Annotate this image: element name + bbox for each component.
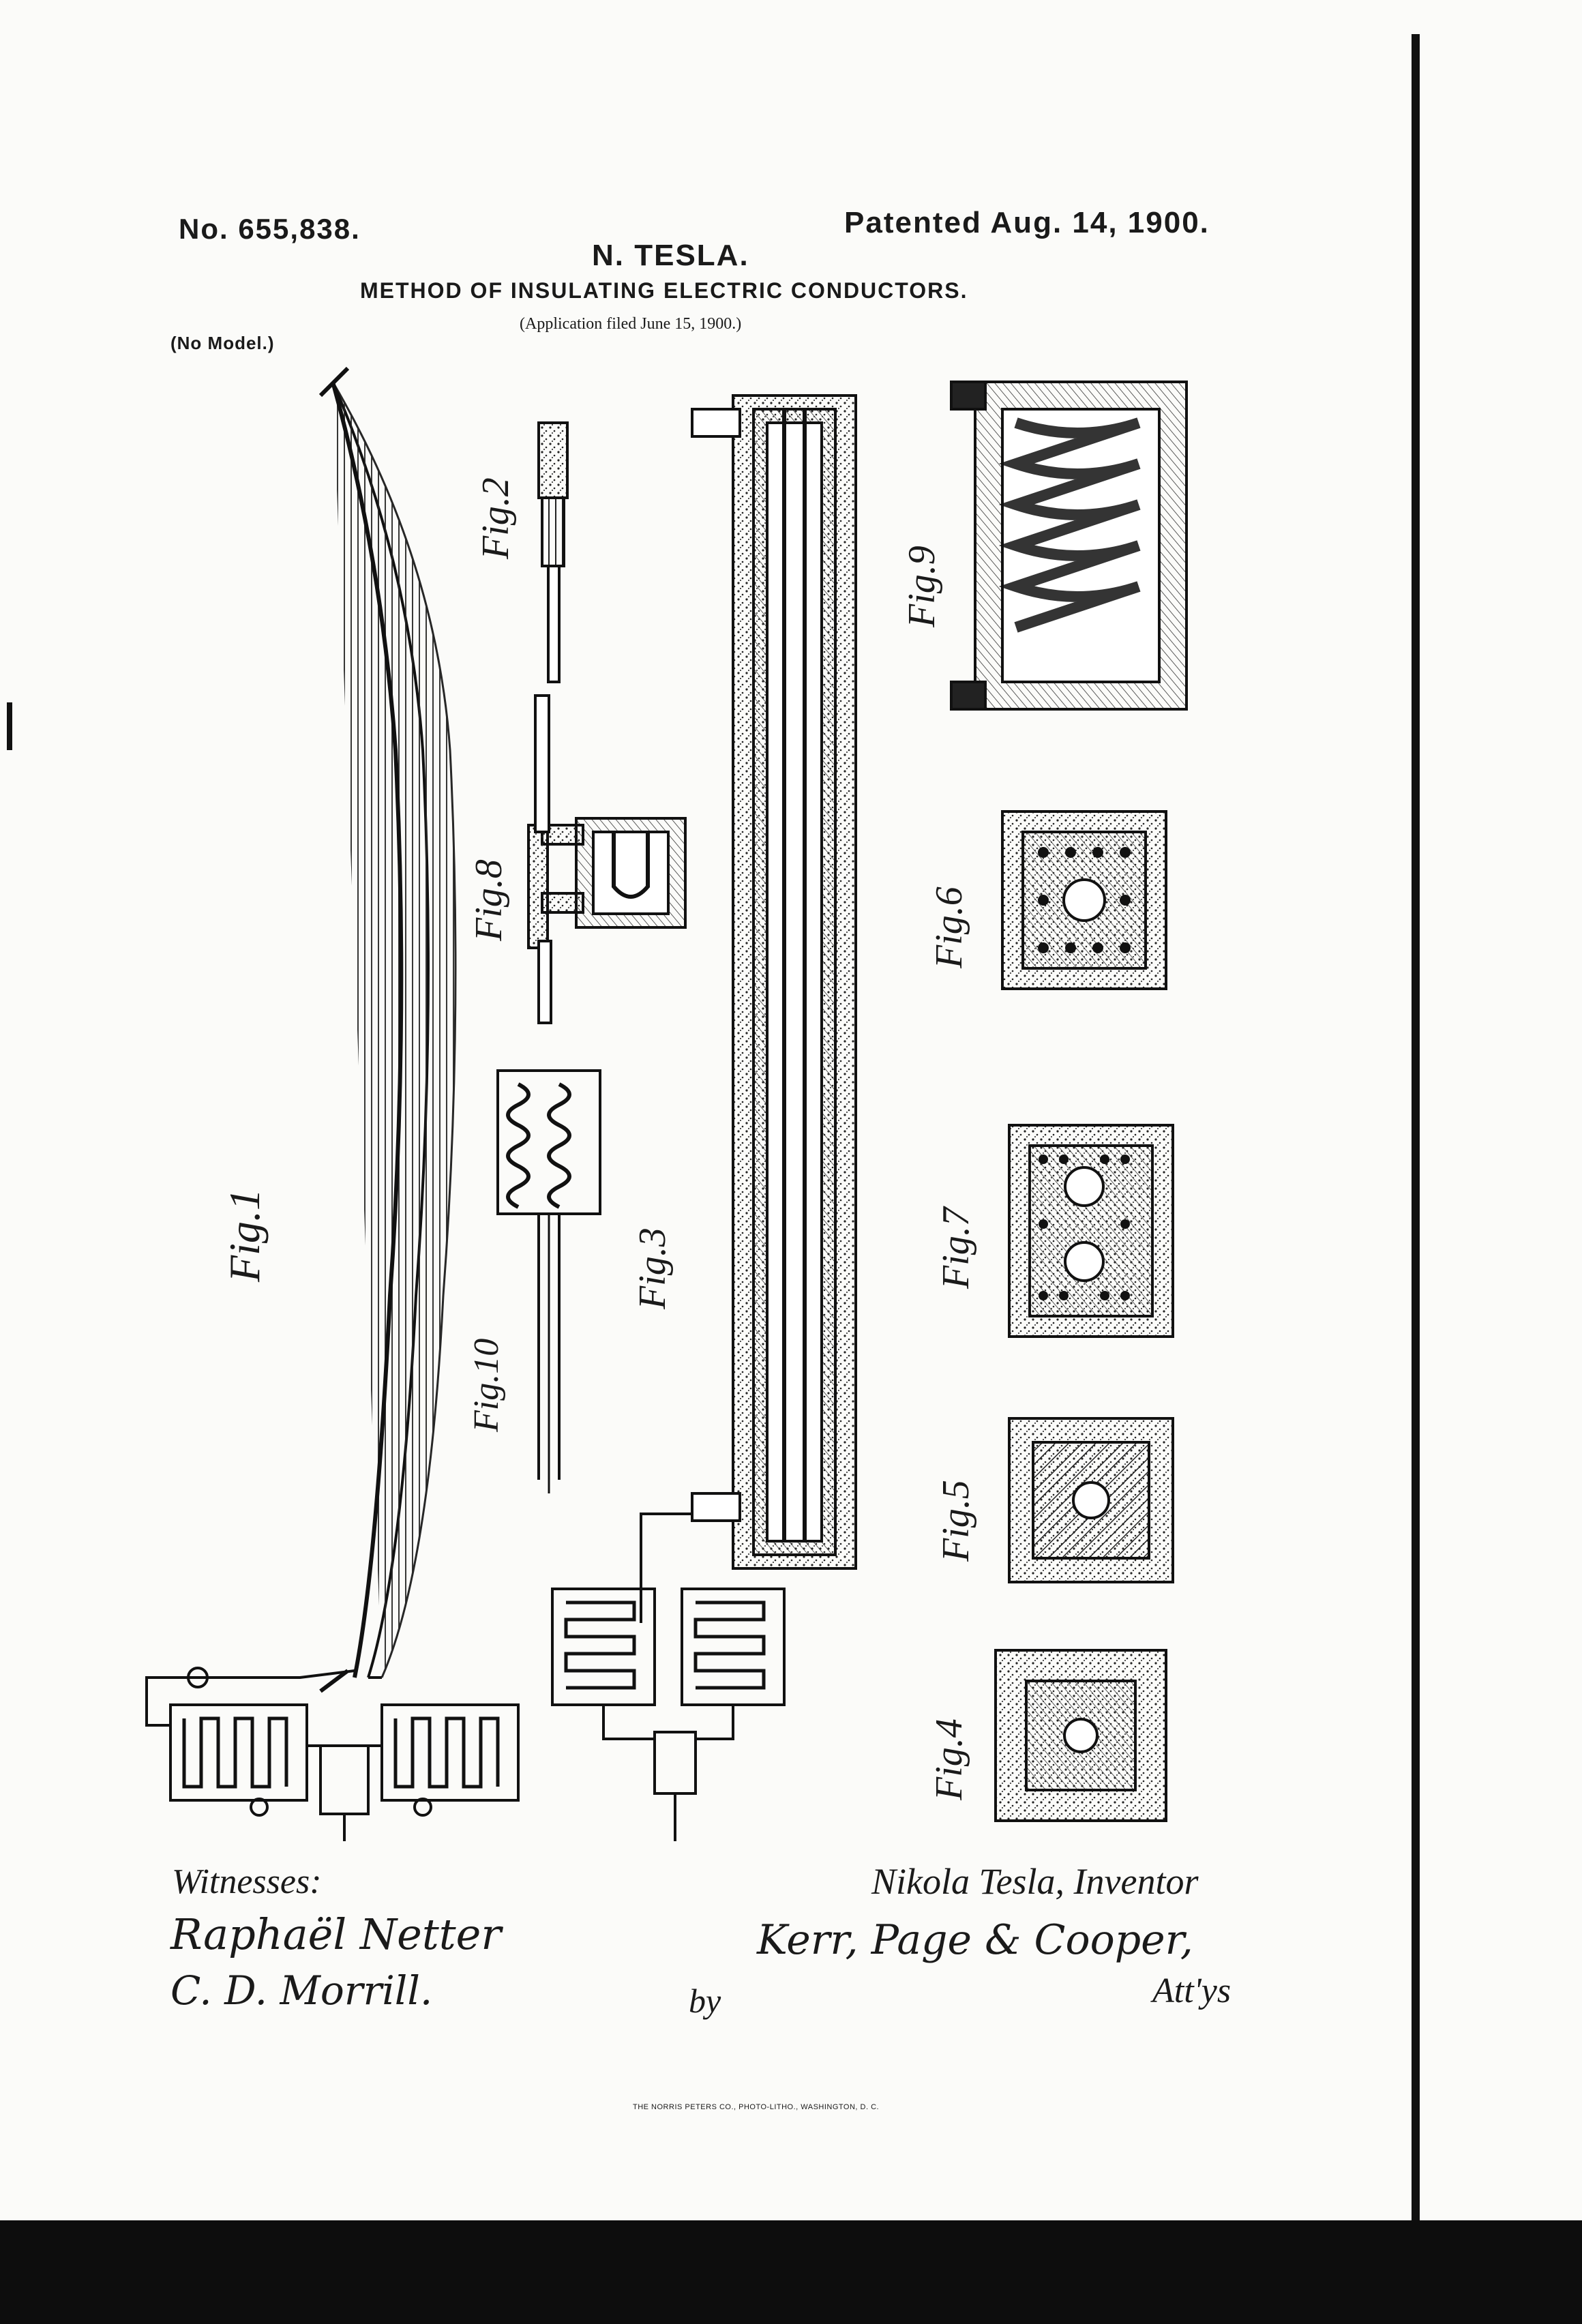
- application-date: (Application filed June 15, 1900.): [520, 315, 742, 333]
- fig2-drawing: [537, 421, 569, 683]
- fig3-drawing: [640, 394, 857, 1623]
- attys-label: Att'ys: [1152, 1971, 1232, 2010]
- patent-title: METHOD OF INSULATING ELECTRIC CONDUCTORS…: [360, 278, 968, 303]
- witness-signature-2: C. D. Morrill.: [170, 1967, 433, 2014]
- patent-number: No. 655,838.: [179, 213, 361, 245]
- by-label: by: [689, 1982, 721, 2020]
- inventor-name: N. TESLA.: [592, 239, 749, 272]
- fig10-label: Fig.10: [467, 1339, 506, 1433]
- witness-signature-1: Raphaël Netter: [170, 1909, 501, 1959]
- bottom-black-band: [0, 2220, 1582, 2324]
- witnesses-label: Witnesses:: [172, 1862, 322, 1901]
- right-margin-bar: [1412, 34, 1420, 2284]
- left-edge-mark: [7, 702, 12, 750]
- fig9-drawing: [950, 381, 1188, 711]
- fig3-label: Fig.3: [631, 1227, 674, 1310]
- fig7-drawing: [1008, 1124, 1174, 1338]
- fig4-drawing: [994, 1649, 1167, 1822]
- fig3-pump-assembly: [551, 1588, 786, 1841]
- fig10-drawing: [496, 1069, 601, 1493]
- fig7-label: Fig.7: [935, 1206, 977, 1290]
- inventor-signature-line: Nikola Tesla, Inventor: [871, 1861, 1199, 1902]
- fig1-label: Fig.1: [220, 1189, 269, 1283]
- fig1-drawing: [318, 366, 457, 1693]
- fig5-label: Fig.5: [935, 1480, 977, 1562]
- fig5-drawing: [1008, 1417, 1174, 1583]
- fig4-label: Fig.4: [928, 1718, 970, 1801]
- printer-credit: THE NORRIS PETERS CO., PHOTO-LITHO., WAS…: [633, 2103, 880, 2111]
- fig1-pump-assembly: [145, 1667, 520, 1841]
- patented-date: Patented Aug. 14, 1900.: [844, 206, 1210, 239]
- fig2-label: Fig.2: [475, 477, 517, 560]
- fig6-label: Fig.6: [928, 887, 970, 969]
- fig8-label: Fig.8: [468, 859, 510, 942]
- attorneys-signature: Kerr, Page & Cooper,: [757, 1916, 1193, 1964]
- model-note: (No Model.): [170, 333, 275, 353]
- fig8-drawing: [527, 694, 687, 1024]
- fig9-label: Fig.9: [901, 546, 943, 628]
- fig6-drawing: [1001, 810, 1167, 990]
